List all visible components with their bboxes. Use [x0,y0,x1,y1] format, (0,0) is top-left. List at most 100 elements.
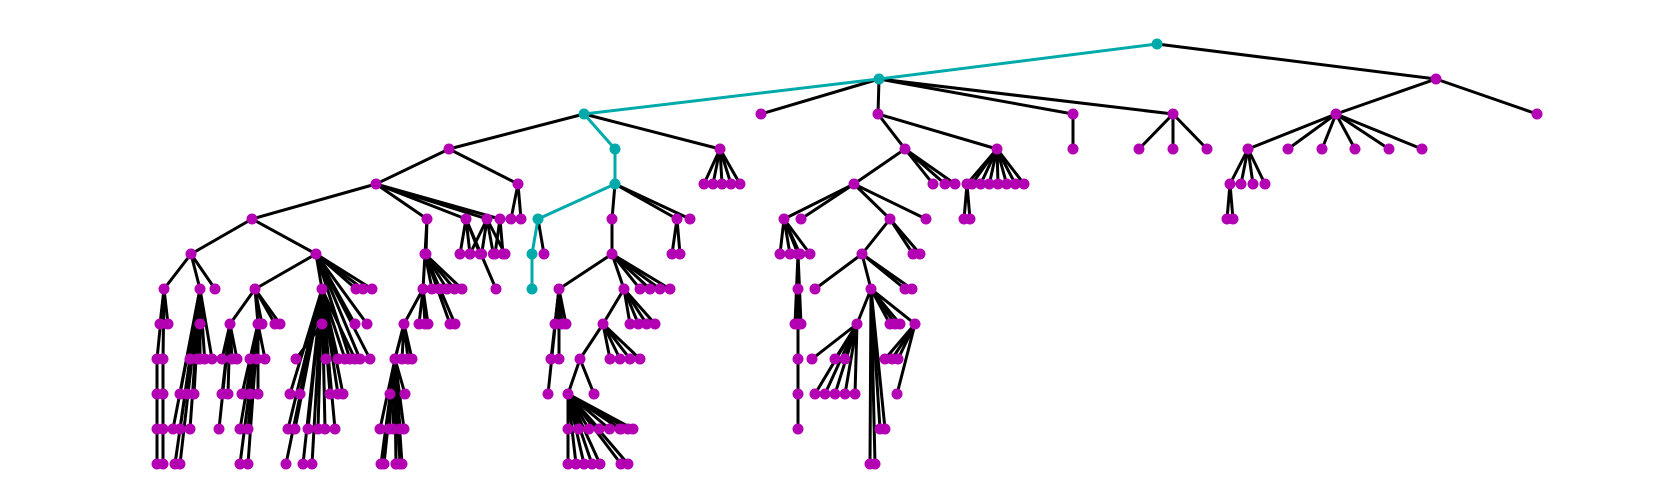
tree-node [324,388,336,400]
highlighted-tree-node [1151,38,1163,50]
highlighted-tree-edge [583,77,880,116]
tree-node [553,353,565,365]
tree-node [839,353,851,365]
tree-node [849,388,861,400]
tree-node [891,388,903,400]
tree-edge [1137,112,1175,151]
tree-node [583,423,595,435]
tree-edge [870,287,916,326]
tree-edge [601,322,642,361]
tree-node [417,283,429,295]
tree-node [804,248,816,260]
tree-node [162,318,174,330]
tree-node [389,353,401,365]
tree-node [344,353,356,365]
tree-node [364,353,376,365]
tree-node [991,143,1003,155]
tree-node [454,248,466,260]
tree-node [419,248,431,260]
tree-node [542,388,554,400]
tree-edge [421,288,430,325]
tree-node [319,423,331,435]
tree-node [1018,178,1030,190]
tree-node [256,318,268,330]
tree-edge [611,252,671,291]
tree-node [975,178,987,190]
highlighted-tree-edge [878,42,1158,81]
tree-edge [878,77,1074,116]
tree-node [992,178,1004,190]
tree-edge [1335,112,1423,151]
tree-node [449,318,461,330]
tree-node [1349,143,1361,155]
tree-node [664,283,676,295]
tree-node [792,248,804,260]
highlighted-tree-node [873,73,885,85]
tree-edge [1246,148,1255,185]
tree-node [515,213,527,225]
tree-edge [578,358,596,395]
tree-edge [800,182,855,221]
tree-node [624,353,636,365]
tree-node [865,283,877,295]
tree-node [512,178,524,190]
tree-node [570,458,582,470]
tree-edge [760,77,880,116]
tree-node [961,178,973,190]
tree-node [606,213,618,225]
tree-node [627,423,639,435]
tree-edge [310,288,324,465]
tree-edge [314,253,369,325]
tree-node [481,213,493,225]
tree-node [588,388,600,400]
tree-edge [1335,112,1390,151]
tree-node [157,353,169,365]
tree-node [234,458,246,470]
tree-node [906,283,918,295]
tree-edge [782,218,812,255]
tree-node [560,318,572,330]
tree-node [892,353,904,365]
tree-edge [198,288,214,360]
tree-edge [1334,113,1357,150]
tree-edge [782,218,800,255]
tree-edge [1239,148,1250,185]
tree-edge [853,147,906,186]
tree-edge [852,182,892,221]
tree-node [553,283,565,295]
tree-node [421,213,433,225]
tree-edge [869,288,902,325]
tree-node [157,458,169,470]
tree-node [684,213,696,225]
tree-node [370,178,382,190]
tree-node [1167,143,1179,155]
tree-node [1167,108,1179,120]
tree-edge [253,288,282,325]
tree-edge [861,252,913,291]
tree-node [1001,178,1013,190]
tree-edge [448,112,585,151]
tree-node [206,353,218,365]
tree-node [894,318,906,330]
tree-node [939,178,951,190]
tree-edge [423,252,464,291]
tree-node [914,248,926,260]
tree-edge [567,392,634,431]
tree-edge [814,252,863,291]
tree-edge [254,252,317,291]
tree-node [1067,143,1079,155]
tree-node [1282,143,1294,155]
tree-edge [965,148,999,185]
tree-node [361,318,373,330]
tree-edge [610,253,626,290]
tree-edge [190,217,253,256]
tree-node [251,353,263,365]
tree-node [396,458,408,470]
tree-node [157,388,169,400]
tree-edge [876,113,907,150]
tree-node [354,353,366,365]
tree-node [716,178,728,190]
tree-edge [1171,112,1209,151]
tree-edge [320,288,357,360]
tree-node [574,353,586,365]
